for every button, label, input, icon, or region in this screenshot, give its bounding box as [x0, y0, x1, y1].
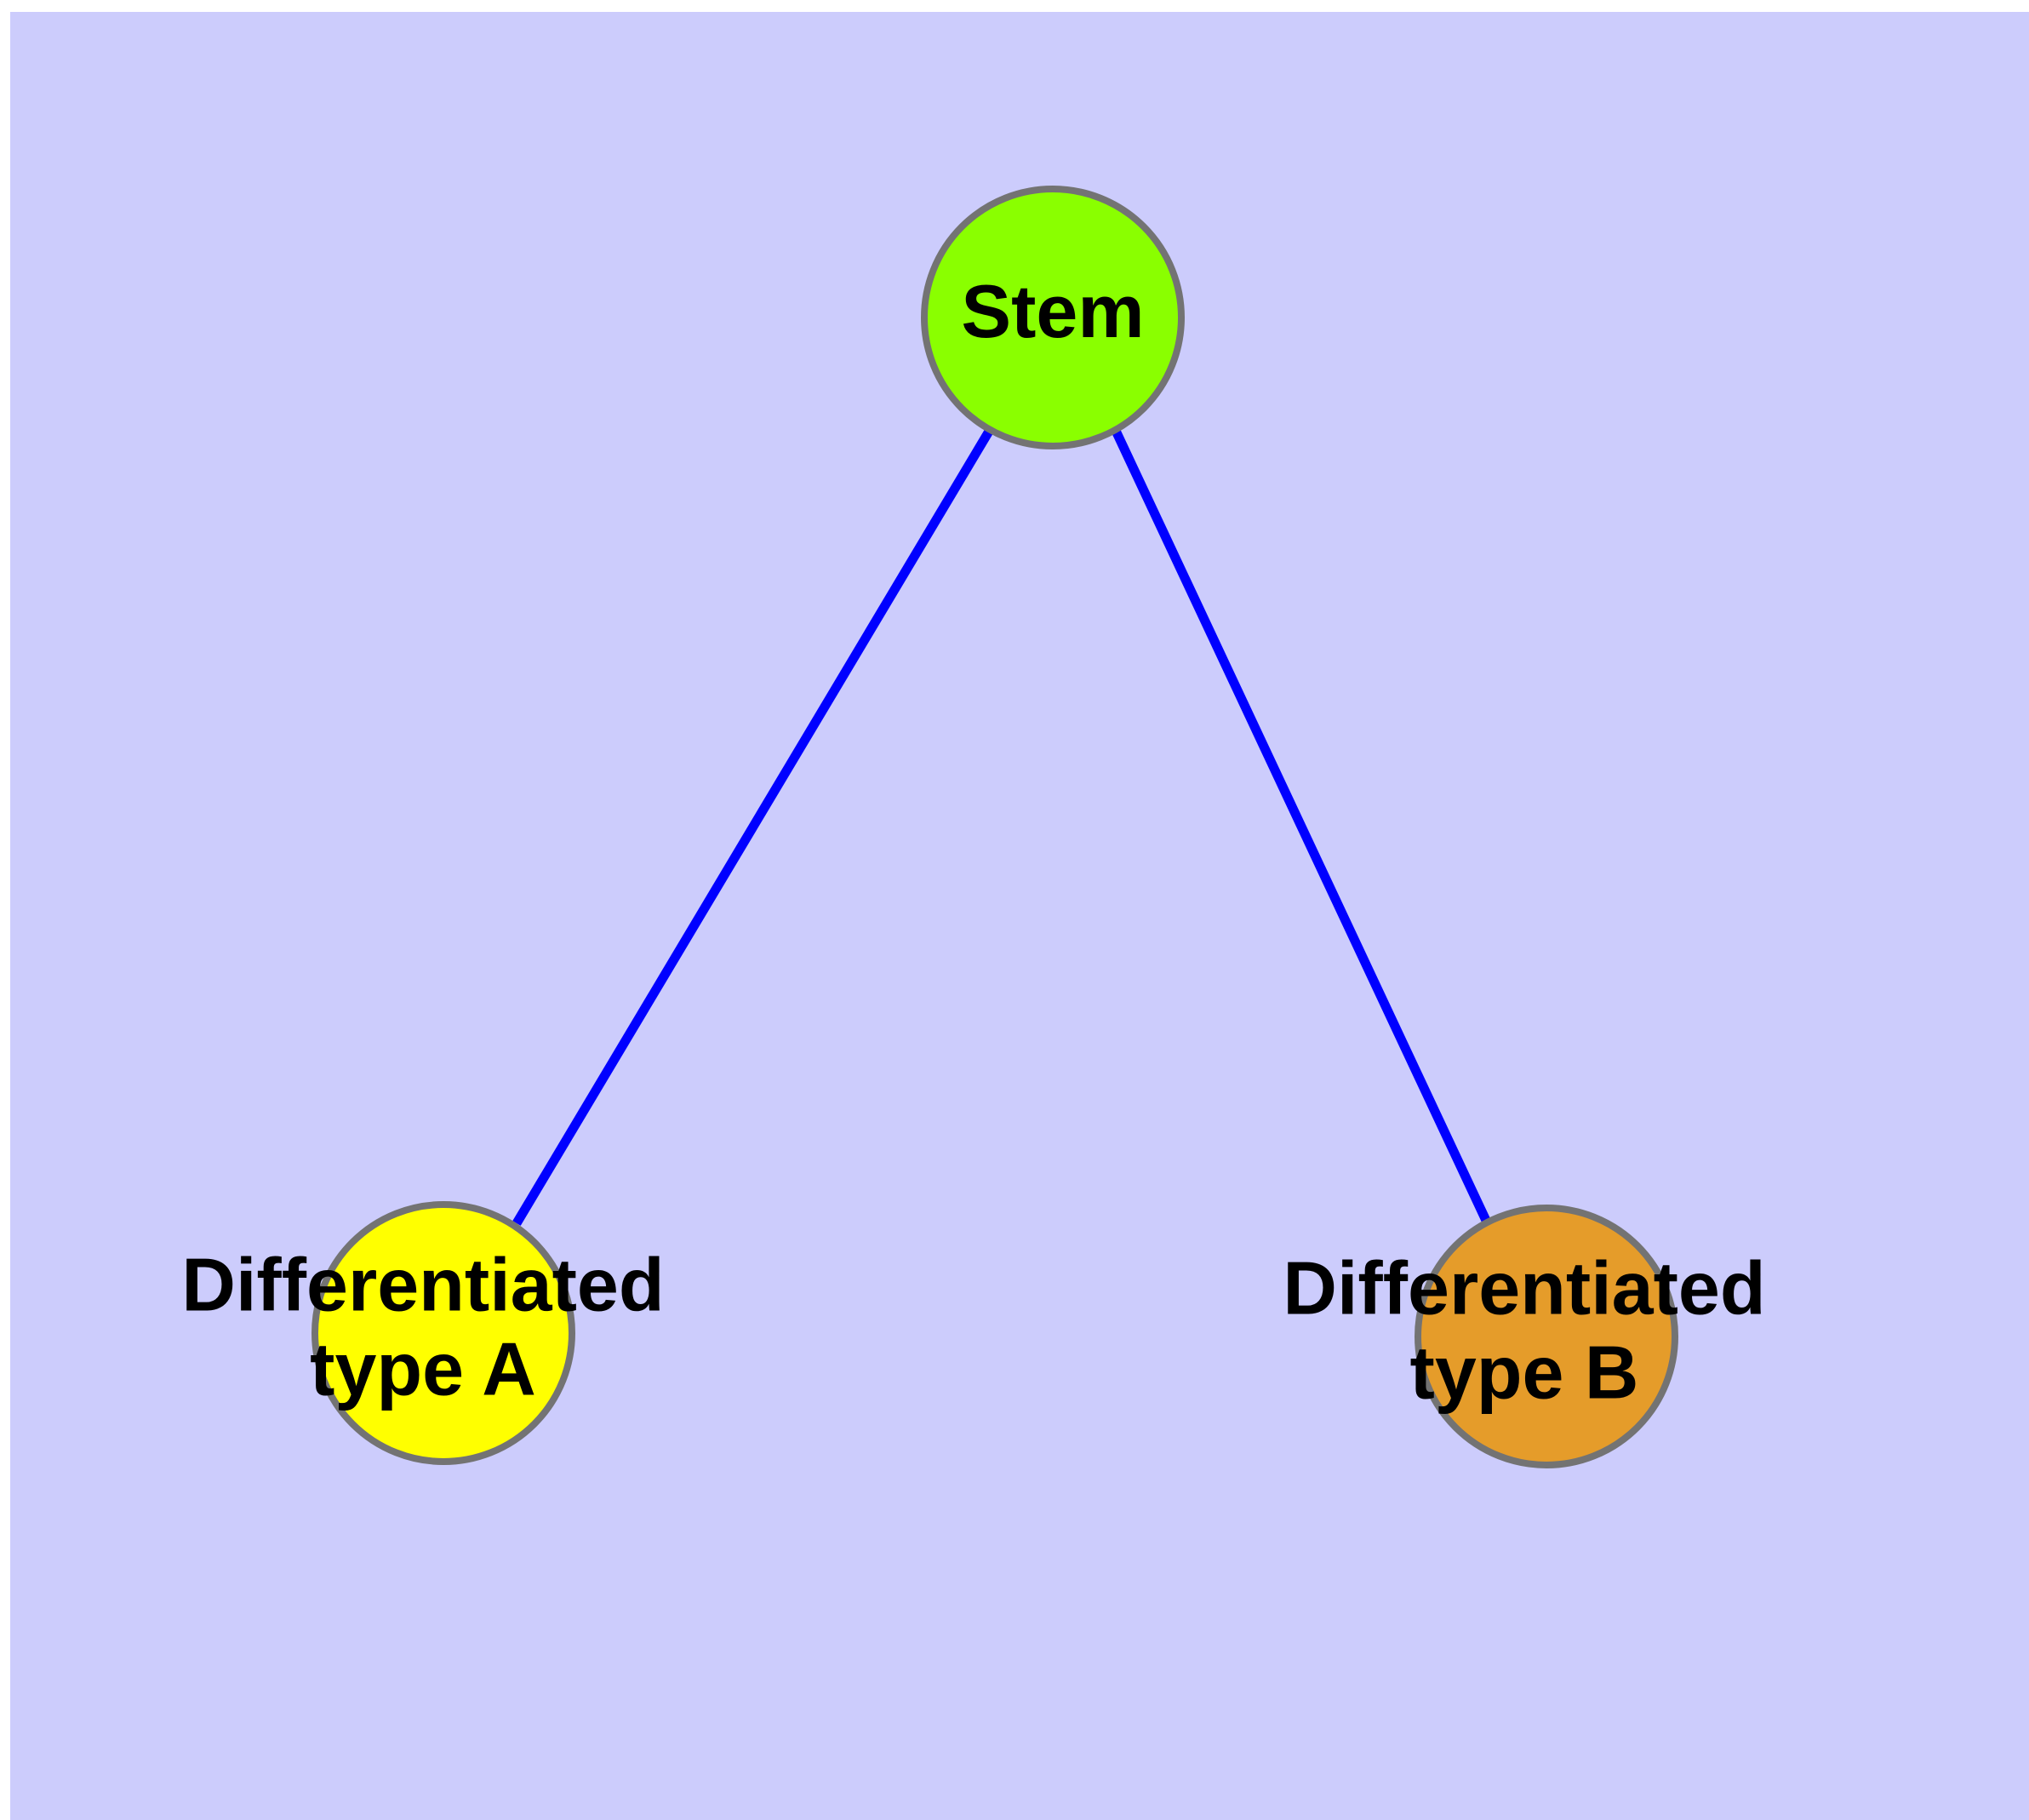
node-label-line: type A: [310, 1327, 536, 1411]
edges-layer: [512, 427, 1493, 1228]
node-circle-diff-b[interactable]: [1415, 1205, 1678, 1468]
node-label-line: Stem: [961, 269, 1144, 353]
edge-stem-to-diff-b[interactable]: [1112, 428, 1493, 1228]
edge-stem-to-diff-a[interactable]: [512, 427, 994, 1226]
node-label-line: Differentiated: [181, 1243, 664, 1327]
node-stem[interactable]: Stem: [921, 186, 1185, 449]
node-circle-stem[interactable]: [921, 186, 1185, 449]
node-circle-diff-a[interactable]: [311, 1201, 575, 1465]
node-label-stem: Stem: [961, 269, 1144, 353]
node-label-line: Differentiated: [1283, 1246, 1765, 1331]
node-label-line: type B: [1410, 1331, 1639, 1415]
